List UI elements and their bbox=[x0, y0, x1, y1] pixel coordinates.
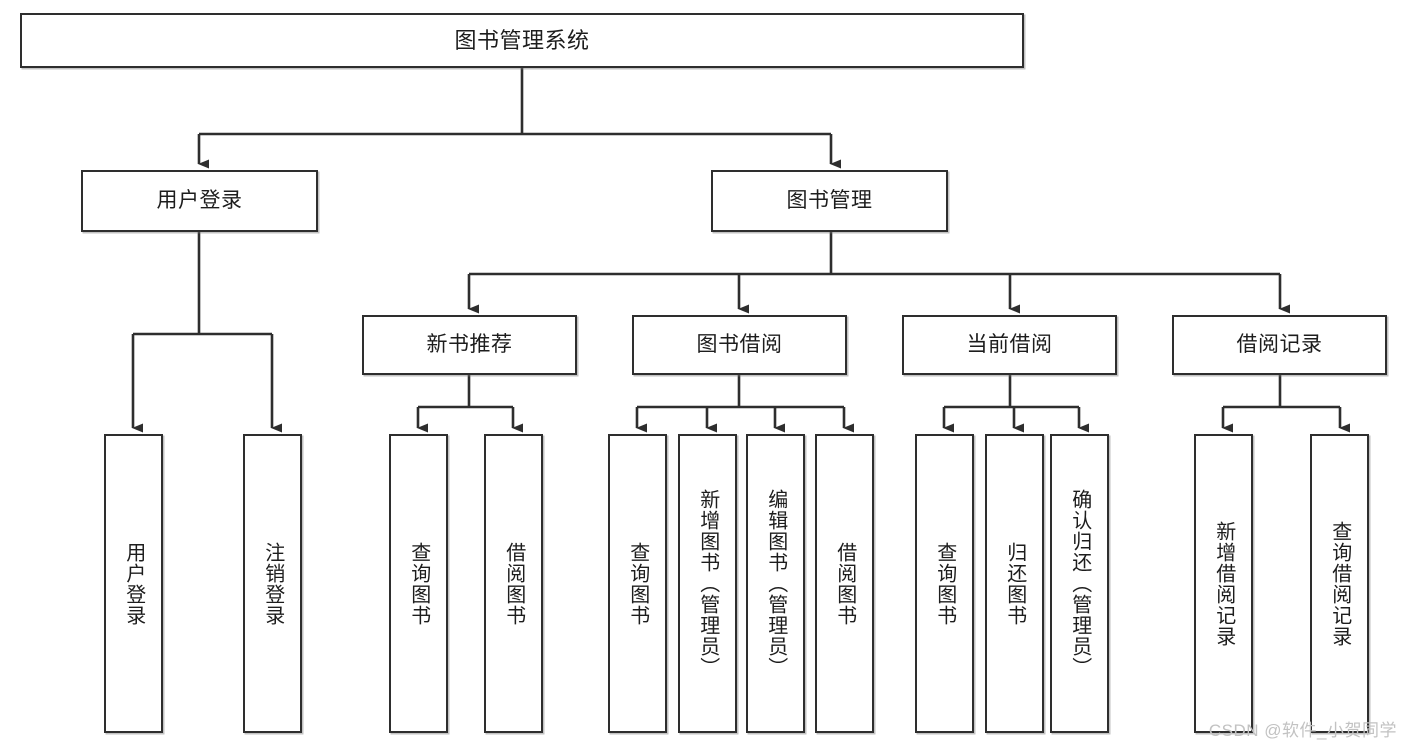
node-book-manage[interactable]: 图书管理 bbox=[711, 170, 948, 232]
node-leaf-confirm-return-label: 确认归还（管理员） bbox=[1068, 489, 1091, 678]
node-leaf-edit-book[interactable]: 编辑图书（管理员） bbox=[746, 434, 805, 733]
node-leaf-borrow-book-1[interactable]: 借阅图书 bbox=[484, 434, 543, 733]
node-leaf-query-record-label: 查询借阅记录 bbox=[1328, 520, 1351, 647]
node-leaf-return-book-label: 归还图书 bbox=[1003, 541, 1026, 626]
node-leaf-query-book-1[interactable]: 查询图书 bbox=[389, 434, 448, 733]
node-current-borrow-label: 当前借阅 bbox=[966, 333, 1053, 357]
node-root-system[interactable]: 图书管理系统 bbox=[20, 13, 1024, 68]
node-leaf-user-login-label: 用户登录 bbox=[122, 541, 145, 626]
node-leaf-borrow-book-2[interactable]: 借阅图书 bbox=[815, 434, 874, 733]
node-leaf-borrow-book-1-label: 借阅图书 bbox=[502, 541, 525, 626]
csdn-watermark: CSDN @软件_小贺同学 bbox=[1208, 721, 1397, 740]
node-leaf-logout-label: 注销登录 bbox=[261, 541, 284, 626]
node-book-borrow-label: 图书借阅 bbox=[696, 333, 783, 357]
node-leaf-query-book-1-label: 查询图书 bbox=[407, 541, 430, 626]
node-leaf-add-book[interactable]: 新增图书（管理员） bbox=[678, 434, 737, 733]
node-leaf-user-login[interactable]: 用户登录 bbox=[104, 434, 163, 733]
node-root-system-label: 图书管理系统 bbox=[454, 27, 590, 53]
node-book-manage-label: 图书管理 bbox=[786, 189, 873, 213]
node-leaf-add-record-label: 新增借阅记录 bbox=[1212, 520, 1235, 647]
node-borrow-record[interactable]: 借阅记录 bbox=[1172, 315, 1387, 375]
node-leaf-logout[interactable]: 注销登录 bbox=[243, 434, 302, 733]
node-leaf-query-book-3-label: 查询图书 bbox=[933, 541, 956, 626]
node-leaf-borrow-book-2-label: 借阅图书 bbox=[833, 541, 856, 626]
node-book-borrow[interactable]: 图书借阅 bbox=[632, 315, 847, 375]
node-leaf-query-book-2-label: 查询图书 bbox=[626, 541, 649, 626]
node-leaf-query-book-3[interactable]: 查询图书 bbox=[915, 434, 974, 733]
node-leaf-add-book-label: 新增图书（管理员） bbox=[696, 489, 719, 678]
node-current-borrow[interactable]: 当前借阅 bbox=[902, 315, 1117, 375]
node-user-login[interactable]: 用户登录 bbox=[81, 170, 318, 232]
node-leaf-add-record[interactable]: 新增借阅记录 bbox=[1194, 434, 1253, 733]
node-new-book-recommend-label: 新书推荐 bbox=[426, 333, 513, 357]
node-leaf-query-record[interactable]: 查询借阅记录 bbox=[1310, 434, 1369, 733]
node-leaf-confirm-return[interactable]: 确认归还（管理员） bbox=[1050, 434, 1109, 733]
node-user-login-label: 用户登录 bbox=[156, 189, 243, 213]
node-leaf-return-book[interactable]: 归还图书 bbox=[985, 434, 1044, 733]
node-borrow-record-label: 借阅记录 bbox=[1236, 333, 1323, 357]
node-new-book-recommend[interactable]: 新书推荐 bbox=[362, 315, 577, 375]
node-leaf-query-book-2[interactable]: 查询图书 bbox=[608, 434, 667, 733]
node-leaf-edit-book-label: 编辑图书（管理员） bbox=[764, 489, 787, 678]
